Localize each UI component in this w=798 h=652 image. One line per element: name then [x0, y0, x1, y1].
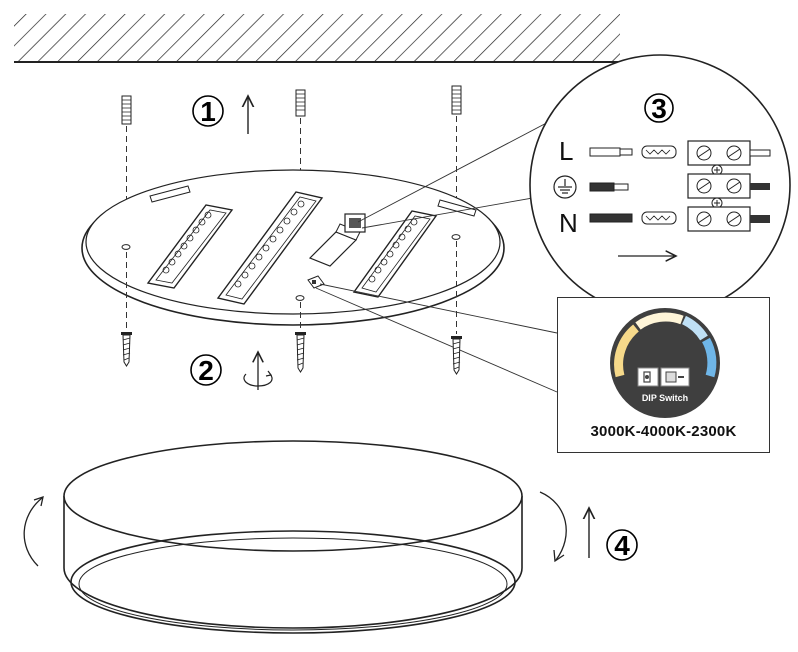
- live-wire: [589, 145, 677, 159]
- color-temperature-values: 3000K-4000K-2300K: [590, 423, 737, 440]
- step-3-number: 3: [651, 93, 667, 124]
- callout-leader-lines: [315, 117, 558, 393]
- mounting-plate: [81, 169, 505, 326]
- step-1-number: 1: [200, 96, 216, 127]
- step-2: 2: [190, 352, 273, 390]
- dip-switch-icon: DIP Switch: [610, 308, 720, 418]
- terminal-connector: [687, 206, 770, 232]
- earth-ground-icon: [553, 175, 577, 199]
- rotate-right-arrow-icon: [539, 491, 567, 563]
- led-strip: [216, 191, 324, 305]
- wall-anchor: [295, 89, 306, 174]
- led-strip: [352, 210, 438, 298]
- screw: [295, 302, 306, 373]
- ceiling: [14, 14, 620, 63]
- terminal-connector: [687, 140, 771, 176]
- screw: [451, 241, 462, 375]
- color-temperature-callout: DIP Switch 3000K-4000K-2300K: [557, 297, 770, 453]
- neutral-wire: [589, 211, 677, 225]
- dip-switch-small: [307, 275, 325, 289]
- wiring-callout: 3 L N: [529, 54, 791, 316]
- step-2-number: 2: [198, 355, 214, 386]
- terminal-block: [344, 213, 366, 233]
- rotate-left-arrow-icon: [23, 496, 44, 567]
- dip-switch-label: DIP Switch: [642, 393, 688, 403]
- terminal-connector: [687, 173, 770, 209]
- earth-wire: [589, 182, 629, 192]
- step-4: 4: [606, 529, 638, 561]
- neutral-label: N: [559, 208, 578, 238]
- step-4-number: 4: [614, 530, 630, 561]
- step-1: 1: [192, 96, 248, 134]
- screw: [121, 252, 132, 367]
- live-label: L: [559, 136, 573, 166]
- rotate-screw-icon: [243, 352, 273, 390]
- led-strip: [146, 204, 234, 289]
- lamp-cover: [63, 440, 523, 634]
- wall-anchor: [451, 85, 462, 200]
